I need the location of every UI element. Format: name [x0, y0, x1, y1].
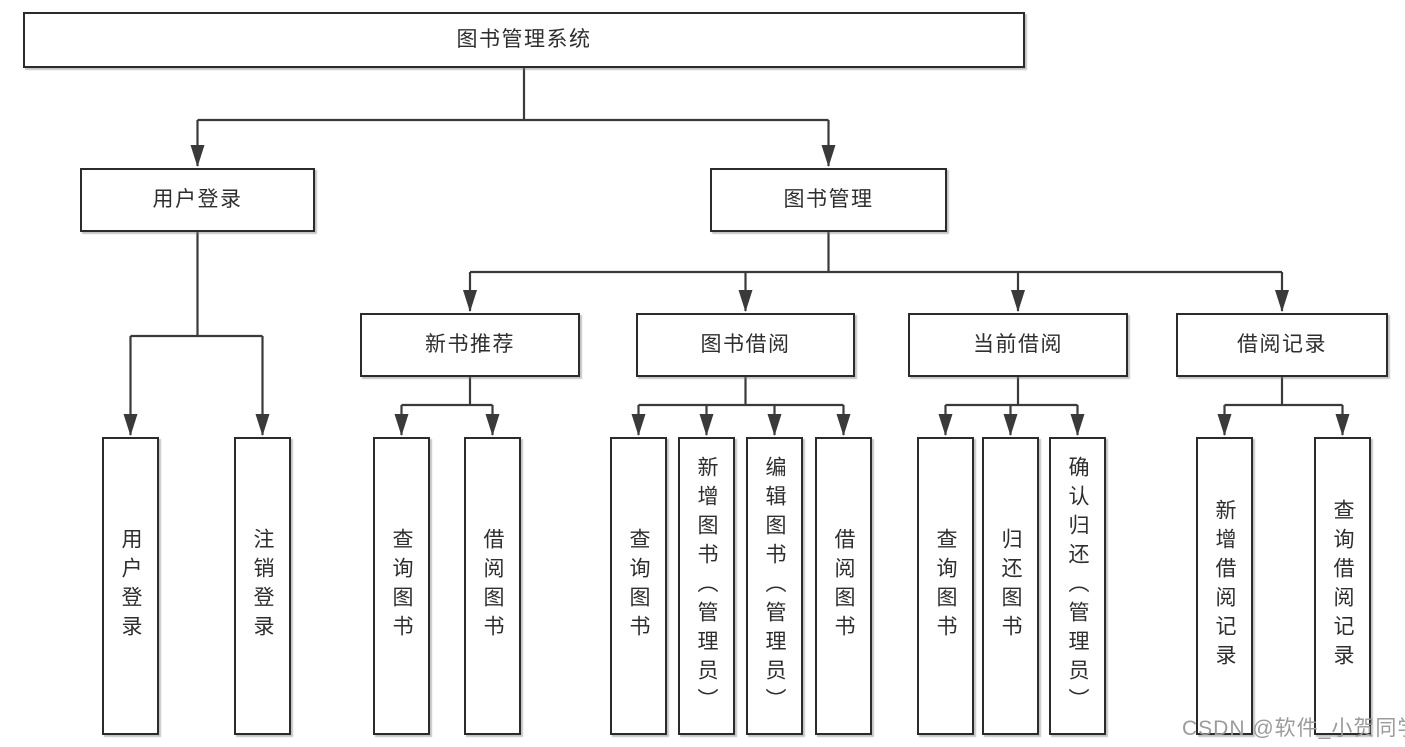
leaf-add-borrow-record: 新增借阅记录 — [1196, 437, 1253, 735]
node-label: 新增图书（管理员） — [695, 455, 718, 717]
node-label: 新增借阅记录 — [1213, 499, 1236, 673]
node-label: 确认归还（管理员） — [1066, 455, 1089, 717]
leaf-return-books: 归还图书 — [982, 437, 1039, 735]
node-label: 查询图书 — [390, 528, 413, 644]
node-label: 借阅记录 — [1237, 333, 1327, 357]
node-label: 借阅图书 — [832, 528, 855, 644]
leaf-query-books-recommend: 查询图书 — [373, 437, 430, 735]
leaf-edit-books-admin: 编辑图书（管理员） — [746, 437, 803, 735]
node-label: 借阅图书 — [481, 528, 504, 644]
node-label: 用户登录 — [119, 528, 142, 644]
csdn-watermark: CSDN @软件_小贺同学 — [1182, 717, 1405, 740]
node-label: 用户登录 — [152, 188, 243, 212]
node-label: 查询借阅记录 — [1331, 499, 1354, 673]
node-current-borrowing: 当前借阅 — [908, 313, 1128, 377]
node-user-login: 用户登录 — [80, 168, 315, 232]
node-borrowing-records: 借阅记录 — [1176, 313, 1388, 377]
node-book-management: 图书管理 — [710, 168, 947, 232]
leaf-borrow-books: 借阅图书 — [815, 437, 872, 735]
node-label: 图书借阅 — [700, 333, 791, 357]
leaf-borrow-books-recommend: 借阅图书 — [464, 437, 521, 735]
node-label: 归还图书 — [999, 528, 1022, 644]
leaf-add-books-admin: 新增图书（管理员） — [678, 437, 735, 735]
node-book-borrowing: 图书借阅 — [636, 313, 855, 377]
leaf-query-borrow-record: 查询借阅记录 — [1314, 437, 1371, 735]
leaf-confirm-return-admin: 确认归还（管理员） — [1049, 437, 1106, 735]
leaf-logout: 注销登录 — [234, 437, 291, 735]
node-new-book-recommendation: 新书推荐 — [360, 313, 580, 377]
node-label: 查询图书 — [627, 528, 650, 644]
node-label: 当前借阅 — [973, 333, 1063, 357]
node-label: 图书管理系统 — [456, 28, 592, 52]
node-label: 图书管理 — [783, 188, 874, 212]
leaf-user-login: 用户登录 — [102, 437, 159, 735]
leaf-query-books-borrowing: 查询图书 — [610, 437, 667, 735]
node-label: 新书推荐 — [425, 333, 515, 357]
leaf-query-books-current: 查询图书 — [917, 437, 974, 735]
node-label: 注销登录 — [251, 528, 274, 644]
node-label: 编辑图书（管理员） — [763, 455, 786, 717]
node-label: 查询图书 — [934, 528, 957, 644]
node-library-management-system: 图书管理系统 — [23, 12, 1025, 68]
